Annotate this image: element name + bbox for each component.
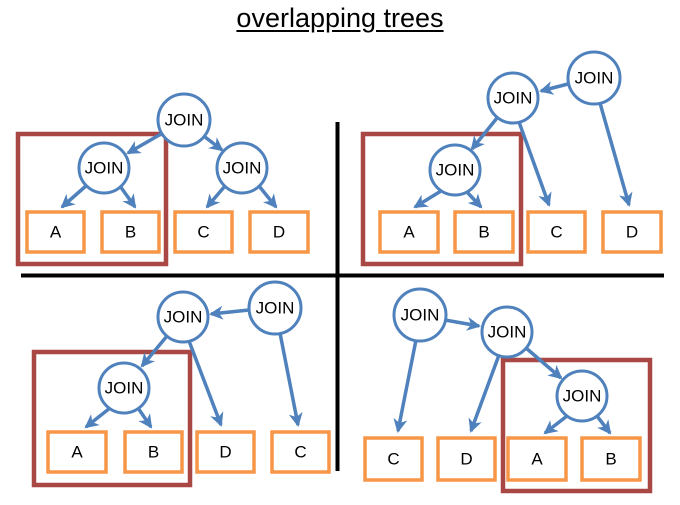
join-node-label: JOIN [494,89,533,108]
edge-arrow [126,132,162,155]
join-node-label: JOIN [256,299,295,318]
join-node-circle [77,141,131,195]
edge-arrow [136,407,153,429]
join-node-label: JOIN [85,159,124,178]
join-node-circle [392,287,448,343]
leaf-label: B [148,443,159,462]
join-node-label: JOIN [165,111,204,130]
quadrant-top-right: JOIN JOIN JOIN A B C D [360,50,663,267]
leaf-label: C [550,223,562,242]
edge-arrow [205,184,227,209]
join-node-label: JOIN [105,379,144,398]
edge-arrow [393,339,418,433]
leaf-label: A [403,223,415,242]
join-node-label: JOIN [164,308,203,327]
page-title: overlapping trees [0,3,680,34]
join-node-label: JOIN [401,306,440,325]
join-node-circle [97,361,151,415]
edge-arrow [84,406,112,429]
edge-arrow [524,346,563,380]
leaf-box [363,436,424,482]
leaf-box [100,210,161,254]
join-node-circle [480,305,534,359]
overlap-group-outline [15,131,169,267]
edge-arrow [444,317,481,331]
leaf-box [526,210,587,254]
join-node-circle [486,71,540,125]
leaf-box [453,210,515,254]
leaf-box [46,430,108,474]
edge-arrow [187,340,224,427]
leaf-box [25,210,86,254]
leaf-label: A [71,443,83,462]
join-node-circle [156,92,212,148]
leaf-label: C [197,223,209,242]
leaf-box [378,210,440,254]
edge-arrow [539,81,569,95]
leaf-label: D [626,223,638,242]
edge-arrow [60,183,89,209]
leaf-label: C [294,443,306,462]
page-title-text: overlapping trees [236,3,444,33]
leaf-box [436,436,497,482]
edge-arrow [595,414,612,435]
leaf-label: C [387,450,399,469]
leaf-label: D [273,223,285,242]
leaf-box [173,210,234,254]
leaf-label: D [219,443,231,462]
edge-arrow [598,102,633,207]
edge-arrow [465,190,483,209]
join-node-circle [215,141,269,195]
edge-arrow [118,184,137,209]
leaf-box [506,436,568,482]
leaf-label: D [460,450,472,469]
leaf-box [195,430,256,474]
join-node-label: JOIN [223,159,262,178]
edge-arrow [517,121,552,207]
quadrant-bottom-right: JOIN JOIN JOIN C D A B [363,287,653,494]
edge-arrow [278,332,303,427]
leaf-label: B [478,223,489,242]
leaf-label: A [50,223,62,242]
edge-arrow [470,116,499,151]
edge-arrow [140,334,169,368]
edge-arrow [257,184,278,209]
edge-arrow [468,354,501,433]
edge-arrow [209,305,250,320]
edge-arrow [543,414,569,435]
quadrant-bottom-left: JOIN JOIN JOIN A B D C [31,280,331,488]
join-node-label: JOIN [575,69,614,88]
join-node-label: JOIN [563,387,602,406]
join-node-circle [428,143,482,197]
join-node-label: JOIN [436,161,475,180]
leaf-box [580,436,642,482]
leaf-box [601,210,663,254]
overlap-group-outline [360,131,524,267]
join-node-circle [247,280,303,336]
overlap-group-outline [500,357,653,494]
join-node-circle [566,50,622,106]
join-node-label: JOIN [488,323,527,342]
leaf-label: A [531,450,543,469]
leaf-box [270,430,331,474]
join-node-circle [555,369,609,423]
leaf-label: B [125,223,136,242]
leaf-label: B [605,450,616,469]
overlap-group-outline [31,349,193,488]
leaf-box [248,210,310,254]
quadrant-top-left: JOIN JOIN JOIN A B C D [15,92,310,267]
leaf-box [123,430,184,474]
edge-arrow [203,135,224,152]
join-node-circle [156,290,210,344]
edge-arrow [413,189,442,209]
